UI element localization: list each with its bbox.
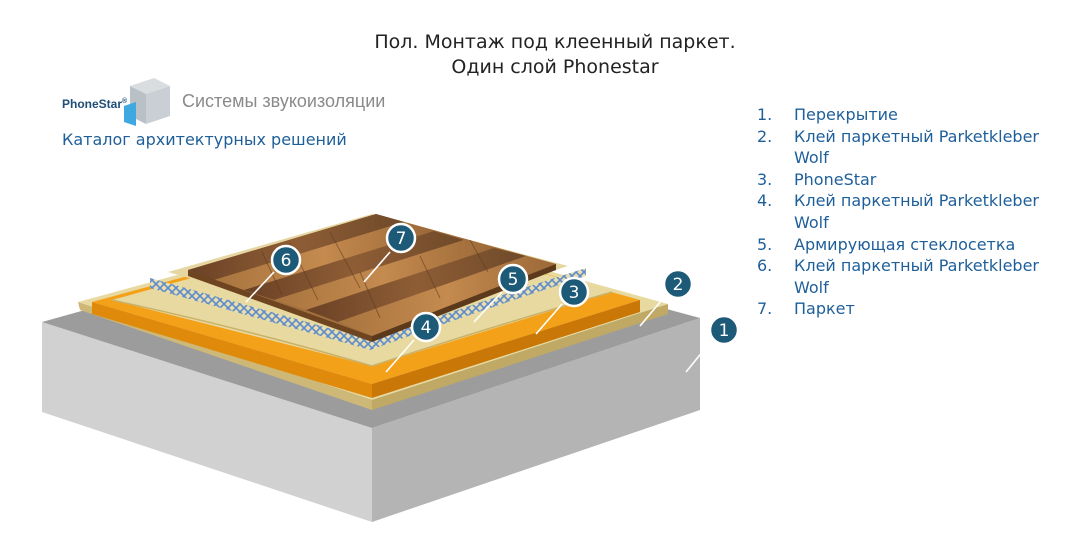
legend-number: 6. (757, 256, 773, 276)
legend-number: 3. (757, 169, 773, 189)
catalog-subtitle: Каталог архитектурных решений (62, 130, 347, 149)
legend-item: 5. Армирующая стеклосетка (757, 234, 1062, 256)
parquet-plank (214, 222, 434, 290)
callout-5: 5 (497, 263, 529, 295)
cube-logo-icon (124, 78, 170, 126)
layers-legend: 1. Перекрытие 2. Клей паркетный Parketkleb… (757, 104, 1062, 320)
adhesive-middle-contour (111, 291, 613, 367)
legend-number: 2. (757, 126, 773, 146)
legend-item: 2. Клей паркетный Parketkleber Wolf (757, 126, 1062, 169)
legend-number: 7. (757, 299, 773, 319)
callout-4: 4 (410, 311, 442, 343)
brand-tagline: Системы звукоизоляции (182, 91, 386, 111)
legend-text: Клей паркетный Parketkleber Wolf (794, 191, 1039, 232)
legend-number: 1. (757, 105, 773, 124)
legend-text: PhoneStar (794, 169, 877, 189)
legend-item: 3. PhoneStar (757, 169, 1062, 191)
legend-text: Перекрытие (794, 105, 898, 124)
leader-line-6 (245, 271, 275, 303)
leader-line-7 (363, 251, 391, 283)
callout-5-label: 5 (508, 270, 519, 290)
parquet-plank (274, 240, 494, 310)
legend-number: 4. (757, 191, 773, 211)
legend-item: 6. Клей паркетный Parketkleber Wolf (757, 255, 1062, 298)
callout-3: 3 (558, 276, 590, 308)
callout-1: 1 (708, 314, 740, 346)
callout-2-label: 2 (673, 275, 684, 295)
legend-number: 5. (757, 234, 773, 254)
legend-item: 4. Клей паркетный Parketkleber Wolf (757, 190, 1062, 233)
adhesive-layer-bottom-side (372, 304, 668, 410)
legend-text: Клей паркетный Parketkleber Wolf (794, 126, 1039, 168)
callout-2: 2 (662, 268, 694, 300)
phonestar-front (92, 302, 372, 398)
parquet-plank (188, 214, 404, 280)
callout-6-label: 6 (281, 251, 292, 271)
callout-7-label: 7 (396, 229, 407, 249)
legend-item: 7. Паркет (757, 298, 1062, 320)
leader-line-5 (473, 291, 503, 323)
leader-line-4 (385, 339, 415, 373)
callout-1-label: 1 (719, 321, 730, 341)
legend-item: 1. Перекрытие (757, 104, 1062, 126)
leader-line-2 (639, 294, 667, 327)
legend-text: Армирующая стеклосетка (794, 234, 1016, 254)
leader-lines (245, 251, 713, 373)
title-line-2: Один слой Phonestar (451, 56, 659, 78)
diagram-title: Пол. Монтаж под клеенный паркет. Один сл… (0, 30, 1070, 80)
brand-name: PhoneStar® (62, 97, 128, 111)
phonestar-logo: PhoneStar® Системы звукоизоляции (62, 72, 402, 162)
callout-7: 7 (385, 222, 417, 254)
callout-6: 6 (270, 244, 302, 276)
legend-text: Паркет (794, 299, 855, 319)
legend-text: Клей паркетный Parketkleber Wolf (794, 256, 1039, 297)
title-line-1: Пол. Монтаж под клеенный паркет. (374, 31, 736, 53)
trademark-sign: ® (122, 98, 128, 105)
leader-line-1 (685, 339, 713, 373)
parquet-front-edge (188, 270, 372, 342)
callout-3-label: 3 (569, 283, 580, 303)
leader-line-3 (535, 303, 563, 335)
parquet-plank (306, 248, 526, 322)
reinforcing-mesh (150, 268, 586, 350)
slab-side-face (372, 318, 700, 522)
slab-front-face (42, 322, 372, 522)
callout-4-label: 4 (421, 318, 432, 338)
phonestar-side (372, 300, 640, 398)
